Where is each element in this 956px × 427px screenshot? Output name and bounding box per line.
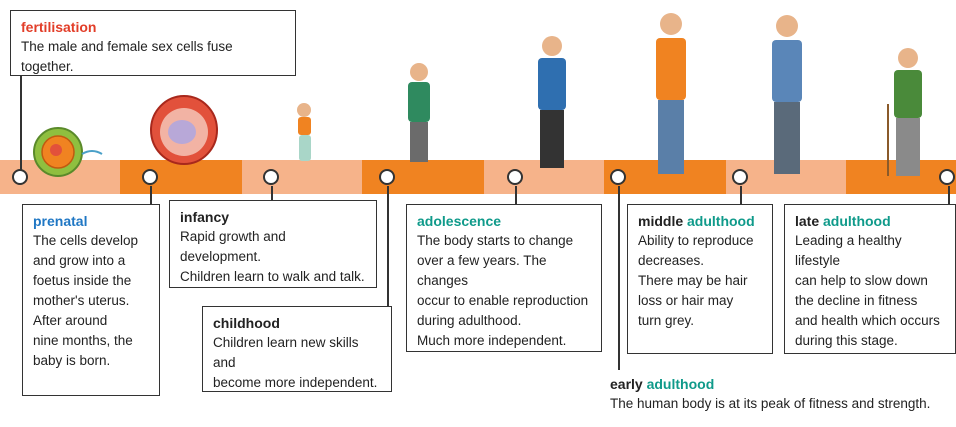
early-adulthood-title: early adulthood <box>610 374 946 394</box>
prenatal-line: and grow into a <box>33 253 126 268</box>
prenatal-line: mother's uterus. <box>33 293 130 308</box>
late-adulthood-line: during this stage. <box>795 333 898 348</box>
baby-illustration <box>297 103 311 161</box>
middle-aged-adult-illustration <box>772 15 802 174</box>
infancy-box: infancy Rapid growth and development. Ch… <box>169 200 377 288</box>
connector-middle-adulthood <box>740 186 742 204</box>
prenatal-line: The cells develop <box>33 233 139 248</box>
foetus-illustration <box>150 95 218 165</box>
connector-prenatal <box>150 186 152 204</box>
prenatal-line: nine months, the <box>33 333 133 348</box>
connector-late-adulthood <box>948 186 950 204</box>
timeline-segment-3 <box>242 160 362 194</box>
middle-adulthood-line: decreases. <box>638 253 705 268</box>
adolescence-line: Much more independent. <box>417 333 567 348</box>
middle-adulthood-title: middle adulthood <box>638 211 762 231</box>
late-adulthood-line: and health which occurs <box>795 313 940 328</box>
connector-fertilisation <box>20 75 22 170</box>
middle-adulthood-line: turn grey. <box>638 313 695 328</box>
prenatal-title: prenatal <box>33 213 88 229</box>
childhood-line: Children learn new skills and <box>213 335 359 370</box>
prenatal-line: baby is born. <box>33 353 111 368</box>
middle-adulthood-box: middle adulthood Ability to reproduce de… <box>627 204 773 354</box>
timeline-dot-childhood <box>379 169 395 185</box>
fertilisation-box: fertilisation The male and female sex ce… <box>10 10 296 76</box>
childhood-box: childhood Children learn new skills and … <box>202 306 392 392</box>
timeline-dot-infancy <box>263 169 279 185</box>
late-adulthood-line: Leading a healthy lifestyle <box>795 233 902 268</box>
early-adulthood-text: The human body is at its peak of fitness… <box>610 396 931 411</box>
timeline-segment-2 <box>120 160 242 194</box>
late-adulthood-title: late adulthood <box>795 211 945 231</box>
timeline-dot-prenatal <box>142 169 158 185</box>
early-adulthood-title-prefix: early <box>610 376 647 392</box>
prenatal-line: After around <box>33 313 108 328</box>
middle-adulthood-line: Ability to reproduce <box>638 233 754 248</box>
timeline-dot-early-adulthood <box>610 169 626 185</box>
prenatal-line: foetus inside the <box>33 273 132 288</box>
timeline-dot-middle-adulthood <box>732 169 748 185</box>
infancy-line: Children learn to walk and talk. <box>180 269 365 284</box>
fertilisation-title: fertilisation <box>21 19 97 35</box>
young-adult-illustration <box>656 13 686 174</box>
middle-adulthood-title-suffix: adulthood <box>687 213 755 229</box>
fertilisation-text: The male and female sex cells fuse toget… <box>21 39 233 74</box>
older-adult-illustration <box>887 48 922 176</box>
timeline-dot-late-adulthood <box>939 169 955 185</box>
connector-infancy <box>271 186 273 200</box>
late-adulthood-line: the decline in fitness <box>795 293 918 308</box>
middle-adulthood-title-prefix: middle <box>638 213 688 229</box>
connector-childhood <box>387 186 389 306</box>
adolescence-line: over a few years. The changes <box>417 253 547 288</box>
childhood-title: childhood <box>213 315 280 331</box>
timeline-dot-fertilisation <box>12 169 28 185</box>
late-adulthood-title-prefix: late <box>795 213 824 229</box>
zygote-illustration <box>33 127 103 177</box>
prenatal-box: prenatal The cells develop and grow into… <box>22 204 160 396</box>
infancy-title: infancy <box>180 209 230 225</box>
adolescence-line: during adulthood. <box>417 313 522 328</box>
childhood-line: become more independent. <box>213 375 378 390</box>
adolescence-line: The body starts to change <box>417 233 574 248</box>
early-adulthood-title-suffix: adulthood <box>646 376 715 392</box>
late-adulthood-title-suffix: adulthood <box>823 213 891 229</box>
late-adulthood-line: can help to slow down <box>795 273 928 288</box>
late-adulthood-box: late adulthood Leading a healthy lifesty… <box>784 204 956 354</box>
adolescence-line: occur to enable reproduction <box>417 293 589 308</box>
teenager-illustration <box>538 36 566 168</box>
adolescence-title: adolescence <box>417 213 502 229</box>
middle-adulthood-line: There may be hair <box>638 273 748 288</box>
child-illustration <box>408 63 430 162</box>
infancy-line: Rapid growth and development. <box>180 229 286 264</box>
middle-adulthood-line: loss or hair may <box>638 293 734 308</box>
early-adulthood-box: early adulthood The human body is at its… <box>600 368 956 426</box>
timeline-dot-adolescence <box>507 169 523 185</box>
connector-early-adulthood <box>618 186 620 370</box>
connector-adolescence <box>515 186 517 204</box>
adolescence-box: adolescence The body starts to change ov… <box>406 204 602 352</box>
